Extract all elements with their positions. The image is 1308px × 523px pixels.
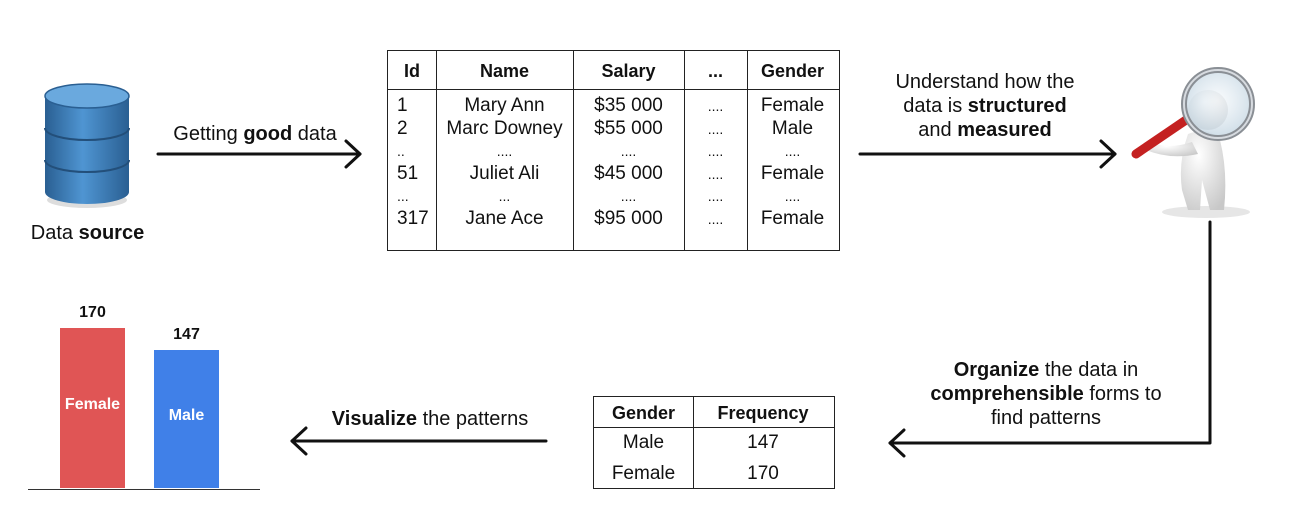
arrow-down-left	[888, 220, 1212, 458]
bar-male: Male	[154, 349, 219, 488]
visualize-patterns-label: Visualize the patterns	[331, 408, 529, 430]
bar-label-female: Female	[64, 396, 121, 413]
column-ellipsis: ... .... .... .... .... .... ....	[707, 61, 724, 227]
column-id: Id 1 2 .. 51 ... 317	[397, 61, 429, 229]
arrow-left	[290, 426, 548, 456]
organize-data-label: Organize the data in comprehensible form…	[930, 359, 1162, 429]
gender-bar-chart: 170 Female 147 Male	[28, 300, 260, 490]
chart-baseline	[28, 489, 260, 490]
arrow-right-1	[156, 139, 362, 169]
bar-value-male: 147	[173, 325, 200, 343]
bar-value-female: 170	[79, 304, 106, 321]
magnifying-glass-person-icon	[1131, 67, 1255, 218]
understand-structure-label: Understand how the data is structured an…	[895, 71, 1075, 141]
data-source-label: Data source	[30, 222, 145, 244]
column-gender: Gender Male Female	[611, 403, 676, 484]
raw-data-table: Id 1 2 .. 51 ... 317 Name Mary Ann Marc …	[387, 50, 840, 251]
column-gender: Gender Female Male .... Female .... Fema…	[760, 61, 825, 229]
frequency-table: Gender Male Female Frequency 147 170	[593, 396, 835, 489]
column-frequency: Frequency 147 170	[717, 403, 809, 484]
getting-good-data-label: Getting good data	[173, 123, 337, 145]
column-name: Name Mary Ann Marc Downey .... Juliet Al…	[446, 61, 563, 229]
column-salary: Salary $35 000 $55 000 .... $45 000 ....…	[594, 61, 663, 229]
database-icon	[44, 83, 130, 208]
bar-label-male: Male	[168, 406, 205, 424]
arrow-right-2	[858, 139, 1117, 169]
bar-female: Female	[60, 328, 125, 488]
